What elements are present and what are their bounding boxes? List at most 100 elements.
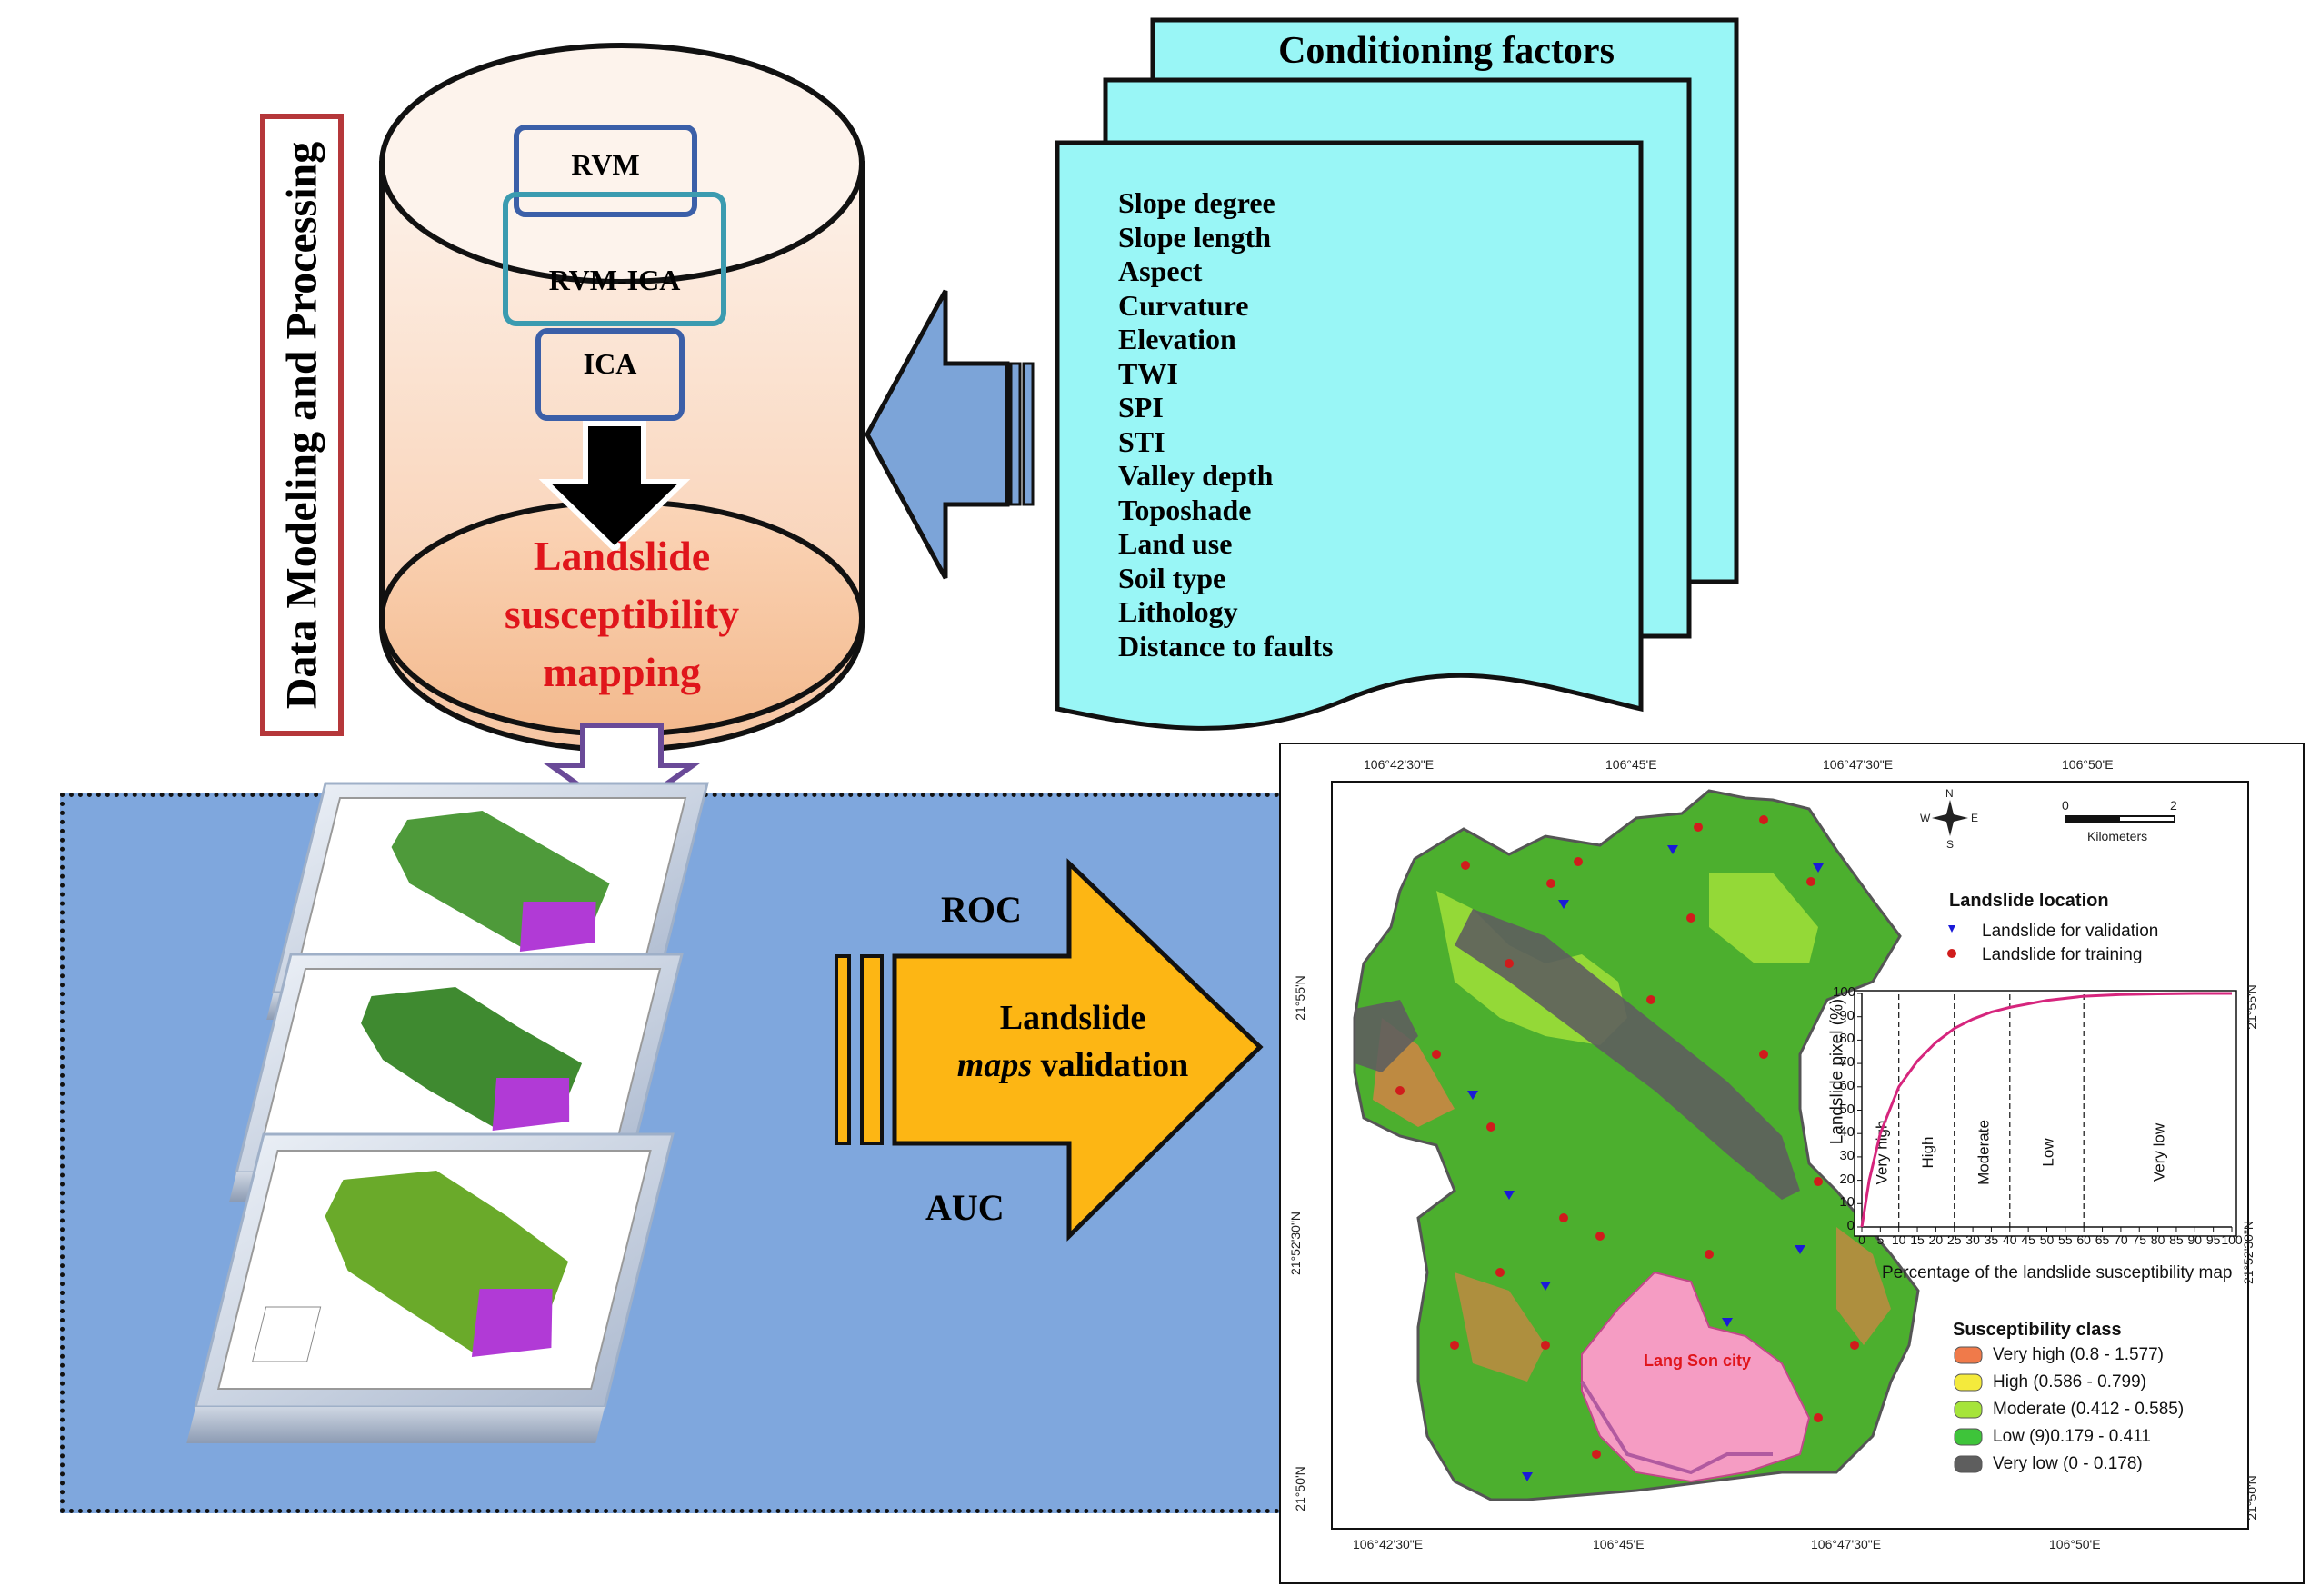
- factor-item: Distance to faults: [1118, 629, 1334, 663]
- rvm-ica-label: RVM-ICA: [548, 264, 681, 296]
- factor-item: Slope length: [1118, 220, 1272, 254]
- chart-y-tick-label: 90: [1839, 1007, 1855, 1023]
- chart-x-tick-label: 30: [1965, 1232, 1980, 1247]
- susceptibility-swatches: [1954, 1346, 1983, 1473]
- susceptibility-label: Low (9)0.179 - 0.411: [1993, 1427, 2151, 1446]
- chart-x-tick-label: 80: [2150, 1232, 2165, 1247]
- chart-x-tick-label: 50: [2039, 1232, 2055, 1247]
- susceptibility-swatch: [1954, 1401, 1983, 1419]
- chart-y-tick-label: 100: [1833, 984, 1856, 1000]
- chart-y-tick-label: 50: [1839, 1101, 1855, 1117]
- chart-y-tick-label: 10: [1839, 1194, 1855, 1211]
- chart-x-tick-label: 15: [1910, 1232, 1925, 1247]
- right-coord-2: 21°52'30"N: [2241, 1220, 2256, 1285]
- factors-arrow: [865, 289, 1035, 580]
- susceptibility-swatch: [1954, 1346, 1983, 1364]
- landslide-training-label: Landslide for training: [1982, 945, 2143, 964]
- chart-class-label: Moderate: [1975, 1120, 1992, 1185]
- rvm-label: RVM: [571, 148, 640, 181]
- scale-bar: [2065, 815, 2175, 823]
- factor-item: Lithology: [1118, 595, 1238, 628]
- susceptibility-swatch: [1954, 1428, 1983, 1446]
- chart-x-tick-label: 25: [1946, 1232, 1962, 1247]
- bottom-coord-1: 106°42'30"E: [1353, 1537, 1424, 1551]
- rvm-box: [514, 125, 697, 217]
- chart-x-tick-label: 55: [2058, 1232, 2073, 1247]
- scale-two: 2: [2170, 798, 2177, 813]
- compass-s: S: [1946, 838, 1955, 851]
- chart-x-tick-label: 100: [2221, 1232, 2243, 1247]
- scale-unit: Kilometers: [2087, 829, 2148, 843]
- susceptibility-label: Very low (0 - 0.178): [1993, 1454, 2143, 1473]
- chart-y-tick-label: 20: [1839, 1171, 1855, 1187]
- chart-y-tick-label: 40: [1839, 1124, 1855, 1141]
- landslide-points: [1395, 815, 1859, 1481]
- chart-x-tick-label: 85: [2169, 1232, 2184, 1247]
- susceptibility-title: Susceptibility class: [1953, 1320, 2122, 1340]
- lss-line-2: susceptibility: [504, 591, 740, 637]
- chart-y-tick-label: 30: [1839, 1147, 1855, 1163]
- chart-x-tick-label: 40: [2003, 1232, 2017, 1247]
- chart-x-tick-label: 0: [1858, 1232, 1865, 1247]
- chart-class-label: Very high: [1873, 1121, 1890, 1185]
- factor-item: Valley depth: [1118, 459, 1274, 492]
- chart-class-label: Low: [2040, 1138, 2057, 1167]
- chart-xlabel: Percentage of the landslide susceptibili…: [1882, 1263, 2233, 1282]
- chart-y-tick-label: 70: [1839, 1054, 1855, 1071]
- left-coord-2: 21°52'30"N: [1288, 1211, 1304, 1276]
- chart-x-tick-label: 45: [2021, 1232, 2035, 1247]
- factor-item: STI: [1118, 424, 1165, 458]
- factor-item: Curvature: [1118, 288, 1249, 322]
- compass-n: N: [1945, 787, 1954, 800]
- map-stack: [186, 782, 709, 1443]
- factors-pages: [1055, 17, 1739, 731]
- susceptibility-swatch: [1954, 1455, 1983, 1473]
- factor-item: Elevation: [1118, 323, 1236, 355]
- validation-symbol: [1948, 925, 1955, 933]
- city-label: Lang Son city: [1644, 1352, 1752, 1370]
- lss-line-3: mapping: [543, 649, 701, 695]
- chart-class-label: High: [1919, 1137, 1936, 1169]
- chart-x-tick-label: 75: [2132, 1232, 2147, 1247]
- chart-y-tick-label: 60: [1839, 1077, 1855, 1093]
- validation-line-1: Landslide: [999, 999, 1146, 1037]
- chart-x-tick-label: 35: [1984, 1232, 1999, 1247]
- auc-label: AUC: [925, 1187, 1005, 1228]
- study-area: [1353, 789, 1920, 1501]
- factors-title: Conditioning factors: [1278, 30, 1615, 72]
- left-coord-1: 21°55'N: [1292, 975, 1307, 1021]
- bottom-coord-3: 106°47'30"E: [1811, 1537, 1882, 1551]
- validation-line-2: maps validation: [909, 1045, 1236, 1085]
- compass-icon: [1932, 800, 1968, 836]
- top-coord-3: 106°47'30"E: [1823, 757, 1894, 772]
- bottom-coord-4: 106°50'E: [2049, 1537, 2101, 1551]
- compass-e: E: [1971, 812, 1979, 824]
- training-symbol: [1947, 949, 1956, 958]
- susceptibility-label: High (0.586 - 0.799): [1993, 1372, 2146, 1392]
- landslide-validation-label: Landslide for validation: [1982, 922, 2159, 941]
- lss-line-1: Landslide: [533, 533, 711, 579]
- bottom-coord-2: 106°45'E: [1593, 1537, 1645, 1551]
- scale-zero: 0: [2062, 798, 2069, 813]
- validation-arrow: [835, 858, 1264, 1242]
- chart-y-tick-label: 0: [1846, 1218, 1855, 1233]
- chart-x-tick-label: 20: [1928, 1232, 1944, 1247]
- chart-box: [1854, 990, 2237, 1237]
- validation-maps-word: maps: [956, 1046, 1033, 1084]
- right-coord-1: 21°55'N: [2244, 984, 2259, 1030]
- chart-x-tick-label: 70: [2114, 1232, 2128, 1247]
- down-arrow: [538, 421, 691, 554]
- susceptibility-label: Very high (0.8 - 1.577): [1993, 1345, 2164, 1364]
- ica-box: [535, 328, 685, 421]
- ica-label: ICA: [583, 347, 637, 380]
- chart-x-tick-label: 95: [2205, 1232, 2221, 1247]
- susceptibility-swatch: [1954, 1373, 1983, 1392]
- chart-x-tick-label: 90: [2187, 1232, 2203, 1247]
- factor-item: Toposhade: [1118, 493, 1252, 526]
- left-coord-3: 21°50'N: [1292, 1466, 1307, 1511]
- chart-y-tick-label: 80: [1839, 1031, 1855, 1047]
- chart-x-tick-label: 65: [2095, 1232, 2110, 1247]
- chart-x-tick-label: 5: [1876, 1232, 1885, 1247]
- top-coord-2: 106°45'E: [1605, 757, 1657, 772]
